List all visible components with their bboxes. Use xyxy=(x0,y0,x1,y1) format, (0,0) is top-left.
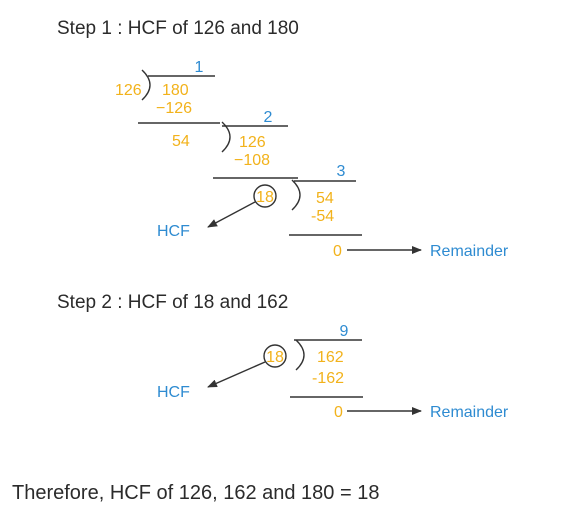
step2-div2-quotient: 2 xyxy=(264,109,273,126)
step1-div2-bracket xyxy=(221,121,231,153)
step2-div1-divisor: 18 xyxy=(266,349,284,366)
step1-div3-dividend: 54 xyxy=(316,190,334,207)
step1-div1-bracket xyxy=(141,69,151,101)
step1-hcf-label: HCF xyxy=(157,223,190,240)
step2-remainder-label: Remainder xyxy=(430,404,509,421)
step1-div1-product: −126 xyxy=(156,100,192,117)
step2-title: Step 2 : HCF of 18 and 162 xyxy=(57,292,288,313)
step1-title: Step 1 : HCF of 126 and 180 xyxy=(57,18,299,39)
step2-hcf-arrow xyxy=(207,361,266,388)
step1-div3-product: -54 xyxy=(311,208,334,225)
step2-hcf-circle xyxy=(263,344,287,368)
step1-div3-bracket xyxy=(291,179,301,211)
step2-hcf-label: HCF xyxy=(157,384,190,401)
step1-div1-remainder: 54 xyxy=(172,133,190,150)
step1-div3-remainder: 0 xyxy=(333,243,342,260)
conclusion-text: Therefore, HCF of 126, 162 and 180 = 18 xyxy=(12,482,379,504)
step1-hcf-circle xyxy=(253,184,277,208)
step1-div2-dividend: 126 xyxy=(239,134,266,151)
step1-div2-remainder: 18 xyxy=(256,189,274,206)
step1-div1-dividend: 180 xyxy=(162,82,189,99)
step2-div1-quotient: 9 xyxy=(340,323,349,340)
step1-div1-divisor: 126 xyxy=(115,82,142,99)
step2-div1-remainder: 0 xyxy=(334,404,343,421)
step2-div1-dividend: 162 xyxy=(317,349,344,366)
step1-hcf-arrow xyxy=(207,201,256,228)
step1-remainder-label: Remainder xyxy=(430,243,509,260)
step1-div3-quotient: 3 xyxy=(337,163,346,180)
step2-div1-product: -162 xyxy=(312,370,344,387)
step2-div1-bracket xyxy=(295,339,305,371)
step1-div2-product: −108 xyxy=(234,152,270,169)
step1-div1-quotient: 1 xyxy=(195,59,204,76)
